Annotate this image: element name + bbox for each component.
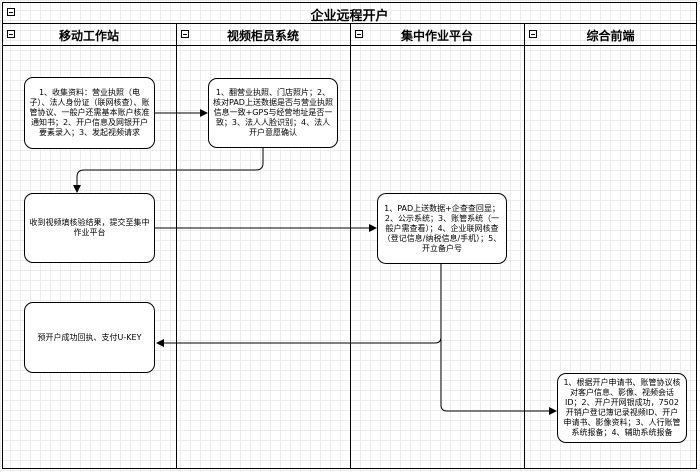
lane-label: 视频柜员系统 <box>226 29 299 43</box>
node-integrated-front-end[interactable]: 1、根据开户申请书、账管协议核对客户信息、影像、视频会话ID；2、开户开网银成功… <box>557 373 687 443</box>
lane-header-central-operation-platform: 集中作业平台 <box>350 24 524 46</box>
lane-divider <box>350 24 351 469</box>
edge-central-process-to-front-end <box>440 264 557 415</box>
collapse-icon[interactable] <box>181 30 189 38</box>
collapse-icon[interactable] <box>7 8 15 16</box>
node-receive-verification-result[interactable]: 收到视频填核验结果，提交至集中作业平台 <box>24 193 155 263</box>
node-video-verification[interactable]: 1、翻营业执照、门店照片；2、核对PAD上送数据是否与营业执照信息一致+GPS与… <box>208 78 338 148</box>
lane-divider <box>524 24 525 469</box>
lane-label: 移动工作站 <box>58 29 119 43</box>
lane-divider <box>176 24 177 469</box>
collapse-icon[interactable] <box>529 30 537 38</box>
diagram-title: 企业远程开户 <box>310 9 389 24</box>
node-pre-open-success[interactable]: 预开户成功回执、支付U-KEY <box>24 302 155 373</box>
lane-label: 综合前端 <box>586 29 635 43</box>
lane-header-mobile-workstation: 移动工作站 <box>2 24 176 46</box>
diagram-title-bar: 企业远程开户 <box>2 2 697 24</box>
collapse-icon[interactable] <box>355 30 363 38</box>
node-central-processing[interactable]: 1、PAD上送数据+企查查回显；2、公示系统；3、账管系统（一般户需查看）；4、… <box>377 193 507 264</box>
lane-label: 集中作业平台 <box>400 29 473 43</box>
collapse-icon[interactable] <box>7 30 15 38</box>
node-collect-materials[interactable]: 1、收集资料：营业执照（电子）、法人身份证（联网核查）、账管协议、一般户还需基本… <box>24 77 155 149</box>
edge-central-process-to-pre-open-success <box>156 264 442 347</box>
edge-video-check-to-receive-result <box>73 148 264 193</box>
lane-header-integrated-front-end: 综合前端 <box>524 24 697 46</box>
lane-header-video-teller-system: 视频柜员系统 <box>176 24 350 46</box>
